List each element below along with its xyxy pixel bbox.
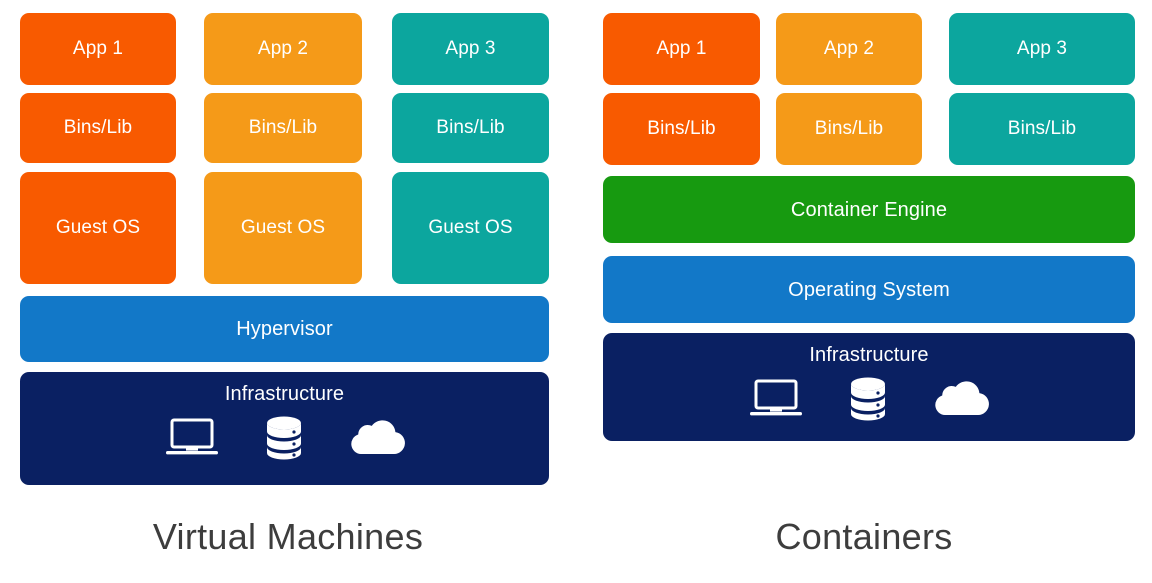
box-guest-os-2[interactable]: Guest OS [204, 172, 362, 284]
box-label: Bins/Lib [814, 117, 884, 139]
box-label: Guest OS [55, 216, 141, 238]
box-app-2[interactable]: App 2 [776, 13, 922, 85]
box-container-engine[interactable]: Container Engine [603, 176, 1135, 243]
box-label: App 3 [1016, 37, 1068, 59]
box-label: Guest OS [240, 216, 326, 238]
box-label: App 1 [72, 37, 124, 59]
infrastructure-icon-row [748, 376, 990, 422]
infrastructure-icon-row [164, 415, 406, 461]
panel-virtual-machines: App 1 Bins/Lib Guest OS App 2 Bins/Lib G… [20, 13, 549, 557]
box-label: Bins/Lib [248, 116, 318, 138]
caption-containers: Containers [775, 516, 953, 557]
box-label: App 1 [656, 37, 707, 59]
box-bins-lib-2[interactable]: Bins/Lib [776, 93, 922, 165]
box-app-1[interactable]: App 1 [603, 13, 760, 85]
box-label: Container Engine [790, 198, 948, 221]
box-bins-lib-2[interactable]: Bins/Lib [204, 93, 362, 163]
box-guest-os-3[interactable]: Guest OS [392, 172, 549, 284]
box-guest-os-1[interactable]: Guest OS [20, 172, 176, 284]
cloud-icon [932, 379, 990, 419]
laptop-icon [748, 378, 804, 420]
box-label: App 2 [823, 37, 875, 59]
box-label: Bins/Lib [63, 116, 133, 138]
box-label: Bins/Lib [647, 117, 716, 139]
box-label: App 3 [445, 37, 496, 59]
box-app-2[interactable]: App 2 [204, 13, 362, 85]
box-app-3[interactable]: App 3 [949, 13, 1135, 85]
box-bins-lib-3[interactable]: Bins/Lib [949, 93, 1135, 165]
box-label: Infrastructure [809, 344, 929, 366]
box-label: Bins/Lib [436, 116, 505, 138]
database-icon [264, 415, 304, 461]
box-label: Hypervisor [236, 318, 333, 340]
box-label: Operating System [788, 278, 950, 301]
box-infrastructure-vm[interactable]: Infrastructure [20, 372, 549, 485]
box-bins-lib-1[interactable]: Bins/Lib [20, 93, 176, 163]
box-label: App 2 [257, 37, 309, 59]
box-label: Guest OS [428, 216, 513, 238]
panel-containers: App 1 Bins/Lib App 2 Bins/Lib App 3 Bins… [576, 0, 1152, 583]
box-label: Infrastructure [224, 383, 345, 405]
laptop-icon [164, 417, 220, 459]
box-bins-lib-3[interactable]: Bins/Lib [392, 93, 549, 163]
box-infrastructure-containers[interactable]: Infrastructure [603, 333, 1135, 441]
box-label: Bins/Lib [1007, 117, 1077, 139]
box-app-1[interactable]: App 1 [20, 13, 176, 85]
box-bins-lib-1[interactable]: Bins/Lib [603, 93, 760, 165]
box-app-3[interactable]: App 3 [392, 13, 549, 85]
box-hypervisor[interactable]: Hypervisor [20, 296, 549, 362]
caption-virtual-machines: Virtual Machines [152, 516, 424, 557]
database-icon [848, 376, 888, 422]
cloud-icon [348, 418, 406, 458]
box-operating-system[interactable]: Operating System [603, 256, 1135, 323]
